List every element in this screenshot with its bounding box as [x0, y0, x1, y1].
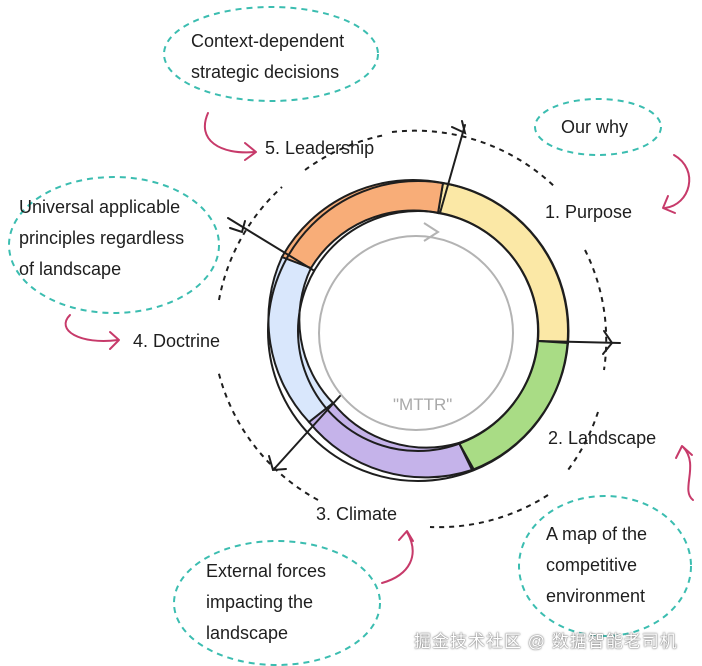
stage-label-purpose: 1. Purpose	[545, 202, 633, 222]
note-doctrine-line-2: principles regardless	[19, 228, 185, 248]
note-climate-line-2: impacting the	[206, 592, 314, 612]
ring-inner-outline	[297, 210, 539, 452]
note-climate-line-3: landscape	[206, 623, 289, 643]
stage-label-leadership: 5. Leadership	[265, 138, 375, 158]
bubble-climate-note	[173, 540, 381, 666]
note-doctrine-line-1: Universal applicable	[19, 197, 181, 217]
note-bubbles	[8, 6, 692, 666]
note-purpose: Our why	[561, 112, 628, 143]
note-leadership: Context-dependent strategic decisions	[191, 26, 344, 88]
ring-segment-landscape	[457, 339, 570, 472]
center-label: "MTTR"	[393, 395, 453, 414]
note-leadership-line-2: strategic decisions	[191, 62, 340, 82]
note-climate-line-1: External forces	[206, 561, 327, 581]
note-doctrine: Universal applicable principles regardle…	[19, 192, 184, 285]
bubble-purpose-note	[534, 98, 662, 156]
inner-loop-arrowhead	[423, 222, 440, 242]
pointer-arrows	[64, 112, 694, 584]
ring-outer-outline	[267, 180, 569, 482]
watermark: 掘金技术社区 @ 数据智能老司机	[414, 632, 678, 651]
note-landscape: A map of the competitive environment	[546, 519, 647, 612]
stage-label-doctrine: 4. Doctrine	[133, 331, 221, 351]
note-landscape-line-3: environment	[546, 586, 646, 606]
note-doctrine-line-3: of landscape	[19, 259, 122, 279]
stage-label-landscape: 2. Landscape	[548, 428, 657, 448]
note-purpose-line-1: Our why	[561, 117, 629, 137]
note-climate: External forces impacting the landscape	[206, 556, 326, 649]
inner-feedback-loop	[318, 235, 514, 431]
bubble-landscape-note	[518, 495, 692, 637]
note-landscape-line-2: competitive	[546, 555, 638, 575]
ring-segment-doctrine	[267, 255, 335, 424]
stage-boundary-lines	[227, 120, 621, 472]
bubble-doctrine-note	[8, 176, 220, 314]
note-leadership-line-1: Context-dependent	[191, 31, 345, 51]
stage-label-climate: 3. Climate	[316, 504, 398, 524]
note-landscape-line-1: A map of the	[546, 524, 648, 544]
outer-dashed-cycle	[217, 129, 608, 529]
bubble-leadership-note	[163, 6, 379, 102]
